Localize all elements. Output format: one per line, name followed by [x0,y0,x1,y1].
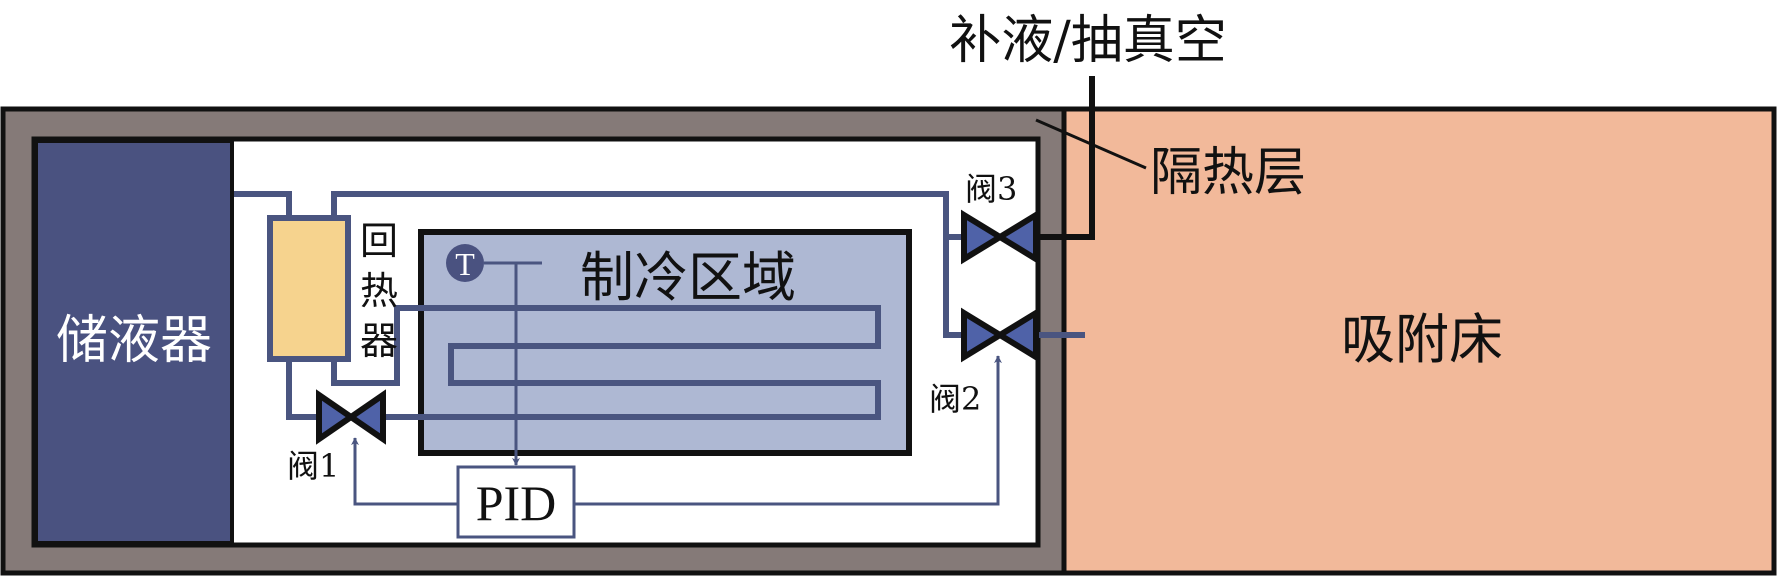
reservoir-label: 储液器 [56,311,212,371]
sensor-signal-line [484,261,542,466]
fill-vacuum-label: 补液/抽真空 [949,11,1227,71]
evaporator-coil [385,305,881,420]
reservoir [34,139,234,545]
temperature-sensor-icon [446,244,484,282]
regenerator [267,215,351,362]
valve-3-label: 阀3 [965,170,1017,208]
temperature-sensor-label: T [455,246,475,282]
valve-1-label: 阀1 [287,447,339,485]
fill-vacuum-line [1038,76,1095,240]
valve-2-icon [961,307,1039,363]
regenerator-label-char: 器 [360,319,398,363]
regenerator-label: 回 热 器 [360,219,398,363]
control-signal-lines [351,355,1002,506]
valve-3-icon [961,209,1039,265]
regenerator-label-char: 热 [360,269,398,313]
pid-label: PID [476,475,557,531]
cooling-zone-label: 制冷区域 [580,246,796,309]
valve-1-icon [316,389,386,445]
adsorption-bed-label: 吸附床 [1341,308,1503,371]
regenerator-label-char: 回 [360,219,398,263]
valve-2-label: 阀2 [929,380,981,418]
insulation-label: 隔热层 [1150,143,1306,203]
adsorption-bed [1061,106,1777,576]
pid-controller [456,465,576,539]
insulation-leader-line [1035,118,1147,170]
